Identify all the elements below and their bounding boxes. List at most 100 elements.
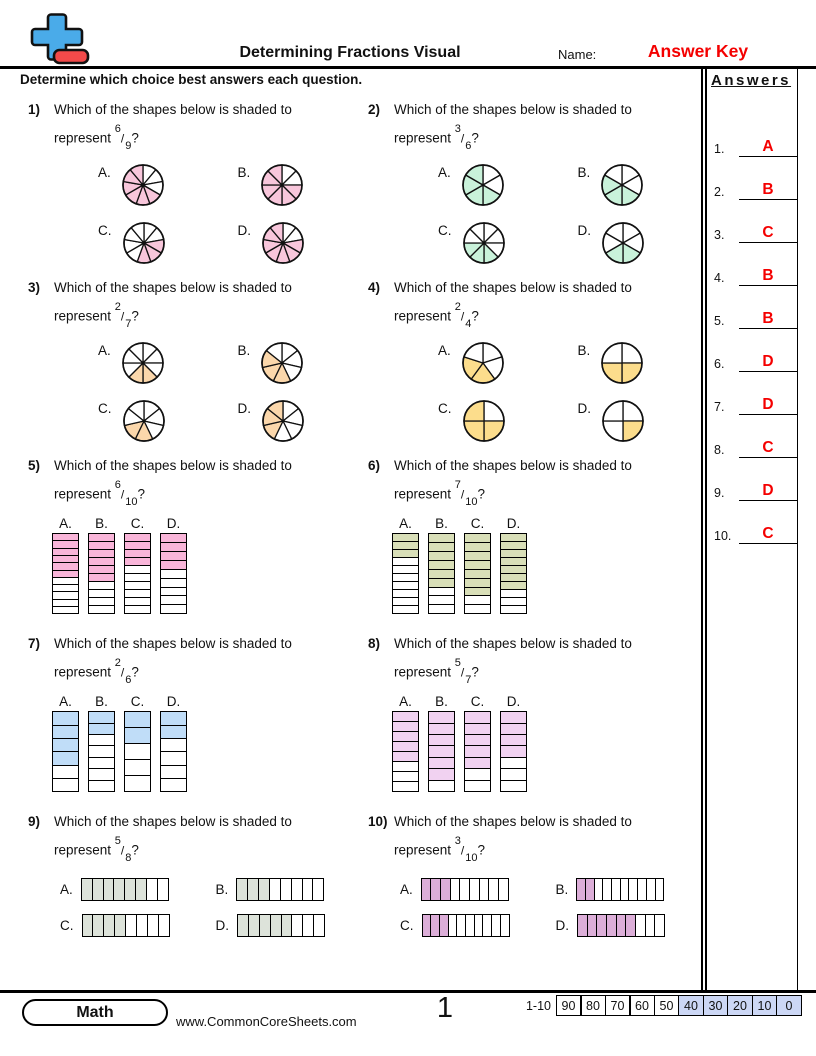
option: B. — [428, 694, 455, 793]
bar-cell — [161, 577, 186, 587]
bar-cell — [125, 775, 150, 791]
bar-cell — [125, 743, 150, 759]
fraction-bar — [464, 711, 491, 793]
fraction-denominator: 6 — [125, 674, 132, 687]
bar-cell-shaded — [440, 879, 450, 901]
fraction-bar — [124, 711, 151, 793]
pie-chart — [122, 222, 165, 265]
option-label: A. — [60, 882, 73, 898]
option: B. — [428, 516, 455, 615]
bar-cell-shaded — [125, 727, 150, 744]
bar-cell — [89, 589, 114, 597]
answer-item: 6.D — [707, 329, 797, 372]
pie-outline — [601, 164, 644, 207]
bar-cell-shaded — [135, 879, 147, 901]
bar-cell-shaded — [125, 541, 150, 550]
question-header: 5)Which of the shapes below is shaded to… — [28, 454, 368, 511]
pie-chart — [462, 400, 505, 443]
options-grid: A.B.C.D. — [98, 163, 368, 265]
options-row: A.B.C.D. — [392, 694, 700, 793]
option: D. — [556, 914, 665, 938]
bar-cell — [393, 573, 418, 581]
bar-cell-shaded — [606, 915, 616, 937]
bar-cell-shaded — [430, 915, 439, 937]
bar-cell — [635, 915, 645, 937]
option-label: B. — [95, 694, 108, 710]
option-label: B. — [215, 882, 229, 898]
answer-number: 3. — [714, 227, 725, 242]
bar-cell — [161, 586, 186, 596]
bar-cell-shaded — [429, 756, 454, 769]
bar-cell-shaded — [53, 562, 78, 570]
bar-cell — [89, 768, 114, 779]
answer-blank-line: B — [739, 267, 797, 286]
bar-cell — [157, 915, 169, 937]
bar-cell — [469, 879, 479, 901]
bar-cell — [125, 759, 150, 775]
bar-cell — [89, 734, 114, 745]
option-label: D. — [577, 223, 592, 239]
bar-cell — [429, 595, 454, 604]
fraction-bar — [428, 711, 455, 793]
answer-number: 7. — [714, 399, 725, 414]
bar-cell — [161, 568, 186, 578]
answer-item: 1. A — [707, 114, 797, 157]
fraction-slash: / — [120, 487, 125, 502]
bar-cell-shaded — [161, 550, 186, 560]
bar-cell-shaded — [161, 534, 186, 543]
answers-title: Answers — [711, 72, 792, 89]
bar-cell — [125, 565, 150, 573]
bar-cell-shaded — [429, 534, 454, 543]
fraction-slash: / — [460, 309, 465, 324]
bar-cell-shaded — [438, 915, 448, 937]
bar-cell — [429, 779, 454, 791]
grade-cell: 60 — [629, 995, 655, 1016]
bar-cell-shaded — [596, 915, 607, 937]
fraction-denominator: 10 — [465, 496, 478, 509]
bar-cell-shaded — [103, 915, 115, 937]
bar-cell — [393, 761, 418, 771]
bar-cell-shaded — [393, 751, 418, 762]
bar-cell-shaded — [125, 712, 150, 728]
bar-cell — [593, 879, 603, 901]
pie-outline — [462, 222, 505, 265]
option-label: C. — [438, 223, 452, 239]
option: D. — [500, 694, 527, 793]
option: B. — [88, 516, 115, 615]
bar-cell — [637, 879, 646, 901]
bar-cell-shaded — [501, 581, 526, 590]
pie-chart — [261, 342, 304, 385]
bar-cell-shaded — [247, 879, 259, 901]
option: C. — [438, 399, 506, 443]
commoncoresheets-logo — [27, 12, 91, 71]
grade-cell: 40 — [678, 995, 704, 1016]
option-label: C. — [60, 918, 74, 934]
bar-cell — [89, 581, 114, 589]
bar-cell — [290, 879, 302, 901]
bar-cell-shaded — [393, 721, 418, 732]
answer-blank-line: A — [739, 138, 797, 157]
answer-number: 1. — [714, 141, 725, 156]
bar-cell — [501, 589, 526, 597]
fraction-numerator: 2 — [114, 657, 121, 669]
question-header: 1)Which of the shapes below is shaded to… — [28, 98, 368, 155]
bar-cell — [89, 779, 114, 791]
option: B. — [215, 878, 326, 902]
option-label: B. — [95, 516, 108, 532]
option-label: B. — [237, 343, 251, 359]
bar-cell-shaded — [238, 915, 248, 937]
option: B. — [238, 341, 306, 385]
bar-cell — [393, 581, 418, 589]
pie-outline — [462, 400, 505, 443]
fraction-numerator: 6 — [114, 479, 121, 491]
math-badge: Math — [22, 999, 168, 1026]
bar-cell — [161, 595, 186, 604]
bar-cell-shaded — [429, 768, 454, 780]
pie-chart — [121, 164, 164, 207]
question-3: 3)Which of the shapes below is shaded to… — [28, 276, 368, 454]
